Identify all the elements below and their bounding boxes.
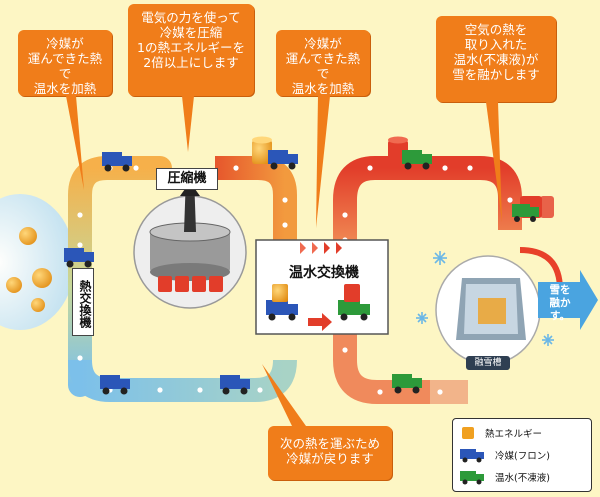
legend: 熱エネルギー 冷媒(フロン) 温水(不凍液) xyxy=(452,418,592,492)
callout-snow-melt: 空気の熱を 取り入れた 温水(不凍液)が 雪を融かします xyxy=(436,16,556,102)
water-exchanger-box xyxy=(255,239,389,335)
legend-refrigerant: 冷媒(フロン) xyxy=(459,445,550,465)
heat-drum-top xyxy=(252,136,272,164)
truck-icon xyxy=(102,152,132,172)
green-truck-icon xyxy=(460,471,484,485)
truck-icon xyxy=(392,374,422,394)
compressed-drums xyxy=(158,276,223,292)
truck-icon xyxy=(402,150,432,170)
blue-truck-icon xyxy=(460,449,484,463)
heat-orb xyxy=(31,298,45,312)
callout-heat-exchange-left: 冷媒が 運んできた熱で 温水を加熱 xyxy=(18,30,112,96)
callout-compressor: 電気の力を使って 冷媒を圧縮 1の熱エネルギーを 2倍以上にします xyxy=(128,4,254,96)
legend-refrigerant-label: 冷媒(フロン) xyxy=(495,451,550,462)
heat-orb xyxy=(19,227,37,245)
truck-icon xyxy=(338,284,370,321)
truck-icon xyxy=(100,375,130,395)
callout-heat-exchange-mid: 冷媒が 運んできた熱で 温水を加熱 xyxy=(276,30,370,96)
compressor-unit xyxy=(133,176,247,309)
heat-exchanger-label: 熱交換機 xyxy=(72,268,94,336)
heat-drum-icon xyxy=(462,427,474,439)
truck-icon xyxy=(512,204,539,222)
snowflake-icon xyxy=(416,251,554,346)
compressor-label: 圧縮機 xyxy=(156,168,218,190)
heat-orb xyxy=(6,277,22,293)
truck-icon xyxy=(268,150,298,170)
water-exchanger-label: 温水交換機 xyxy=(289,265,359,281)
truck-icon xyxy=(64,248,94,268)
legend-hot-water: 温水(不凍液) xyxy=(459,467,550,487)
truck-icon xyxy=(266,284,298,321)
legend-heat-energy: 熱エネルギー xyxy=(459,423,542,443)
air-mist xyxy=(0,194,75,330)
snow-melt-arrow xyxy=(538,270,598,330)
callout-return: 次の熱を運ぶため 冷媒が戻ります xyxy=(268,426,392,480)
melt-tank-label: 融雪槽 xyxy=(466,356,510,370)
truck-icon xyxy=(220,375,250,395)
legend-heat-energy-label: 熱エネルギー xyxy=(485,429,543,440)
snow-melt-label: 雪を 融かす。 xyxy=(549,284,571,322)
legend-hot-water-label: 温水(不凍液) xyxy=(495,473,550,484)
heat-orb xyxy=(32,268,52,288)
